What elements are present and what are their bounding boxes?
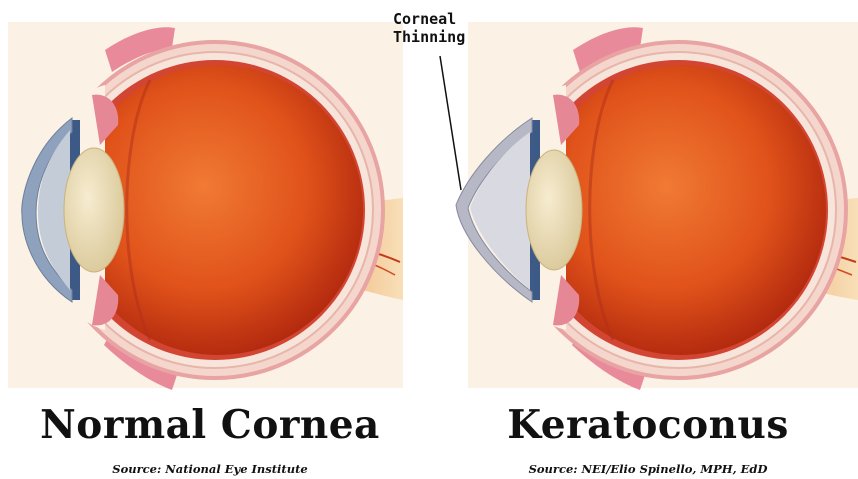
keratoconus-panel: Keratoconus Source: NEI/Elio Spinello, M… [438, 0, 858, 479]
normal-cornea-title: Normal Cornea [0, 402, 420, 448]
normal-eye-illustration [0, 0, 420, 400]
keratoconus-source: Source: NEI/Elio Spinello, MPH, EdD [438, 462, 858, 476]
callout-line-2: Thinning [393, 28, 503, 46]
lens [526, 150, 582, 270]
keratoconus-title: Keratoconus [438, 402, 858, 448]
lens [64, 148, 124, 272]
callout-line-1: Corneal [393, 10, 503, 28]
corneal-thinning-callout: Corneal Thinning [393, 10, 503, 46]
keratoconus-eye-illustration [438, 0, 858, 400]
normal-cornea-panel: Normal Cornea Source: National Eye Insti… [0, 0, 420, 479]
normal-cornea-source: Source: National Eye Institute [0, 462, 420, 476]
